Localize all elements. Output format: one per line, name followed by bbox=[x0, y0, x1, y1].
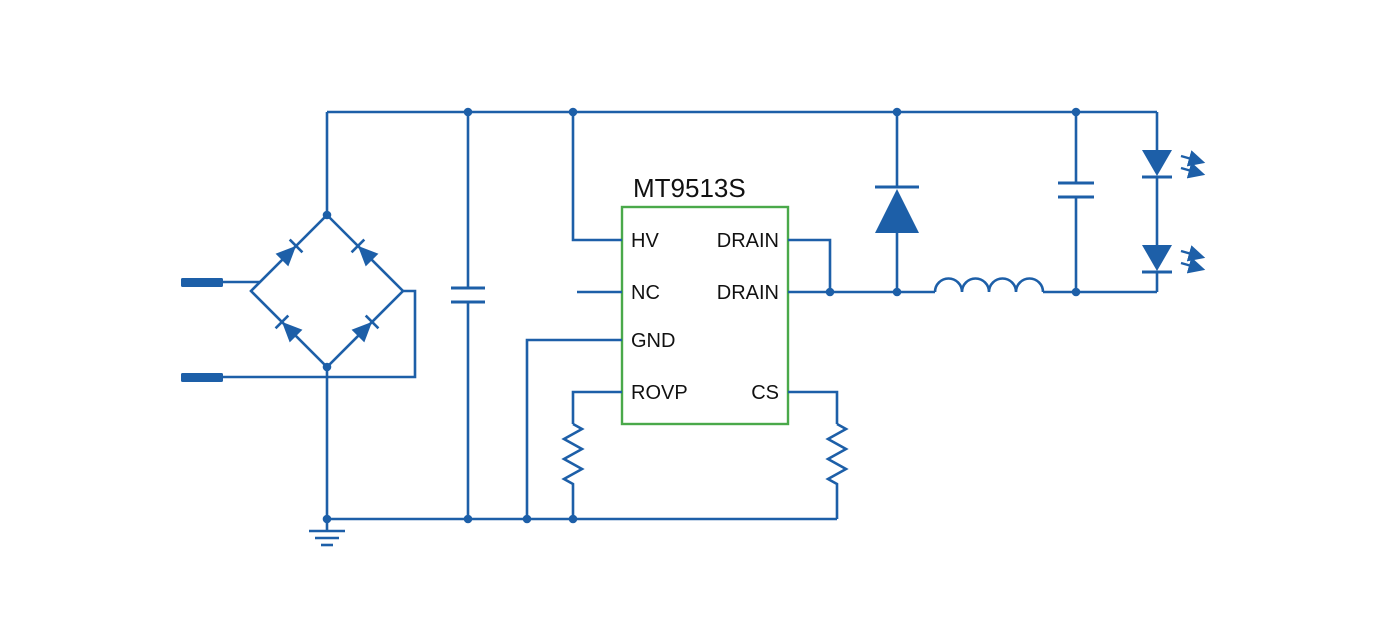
led-icon bbox=[1142, 150, 1206, 179]
ac-input-terminals bbox=[181, 278, 417, 382]
ac-terminal-bottom bbox=[181, 373, 223, 382]
bridge-diode-icon bbox=[275, 238, 304, 267]
bridge-rectifier bbox=[249, 112, 405, 519]
pin-label-cs: CS bbox=[751, 382, 779, 404]
drain1-wire bbox=[788, 238, 832, 292]
freewheel-diode-icon bbox=[875, 112, 919, 292]
pin-label-drain1: DRAIN bbox=[717, 230, 779, 252]
pin-label-drain2: DRAIN bbox=[717, 282, 779, 304]
bridge-diamond bbox=[249, 213, 405, 369]
ic-body bbox=[620, 205, 790, 426]
ic-mt9513s: MT9513S HV NC GND ROVP DRAIN DRAIN CS bbox=[620, 173, 790, 426]
bridge-diode-icon bbox=[350, 238, 379, 267]
rovp-resistor-icon bbox=[561, 390, 622, 519]
input-capacitor-icon bbox=[451, 112, 485, 519]
led-string bbox=[1142, 112, 1206, 292]
led-icon bbox=[1142, 245, 1206, 274]
pin-label-hv: HV bbox=[631, 230, 659, 252]
junction-dots bbox=[322, 107, 1081, 524]
ac-wire-bottom bbox=[222, 289, 417, 379]
bridge-diode-icon bbox=[274, 314, 303, 343]
hv-wire bbox=[571, 112, 622, 242]
pin-label-rovp: ROVP bbox=[631, 382, 688, 404]
bridge-diode-icon bbox=[351, 314, 380, 343]
output-capacitor-icon bbox=[1058, 112, 1094, 292]
ic-title: MT9513S bbox=[633, 173, 746, 203]
gnd-wire bbox=[525, 338, 622, 519]
cs-resistor-icon bbox=[788, 390, 849, 519]
pin-label-nc: NC bbox=[631, 282, 660, 304]
inductor-icon bbox=[933, 277, 1157, 294]
pin-label-gnd: GND bbox=[631, 330, 675, 352]
ac-terminal-top bbox=[181, 278, 223, 287]
